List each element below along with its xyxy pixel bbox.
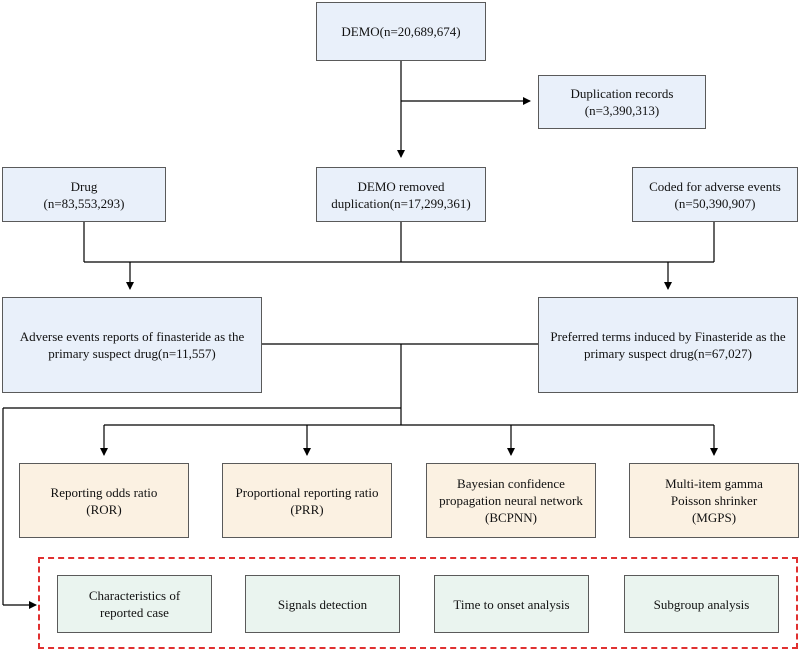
subgroup-analysis-box: Subgroup analysis: [624, 575, 779, 633]
demo-box: DEMO(n=20,689,674): [316, 2, 486, 61]
analysis-group-dashed-border: [38, 557, 798, 649]
drug-box: Drug (n=83,553,293): [2, 167, 166, 222]
ror-method-box: Reporting odds ratio (ROR): [19, 463, 189, 538]
mgps-method-box: Multi-item gamma Poisson shrinker (MGPS): [629, 463, 799, 538]
bcpnn-method-box: Bayesian confidence propagation neural n…: [426, 463, 596, 538]
signals-detection-box: Signals detection: [245, 575, 400, 633]
time-to-onset-box: Time to onset analysis: [434, 575, 589, 633]
prr-method-box: Proportional reporting ratio (PRR): [222, 463, 392, 538]
preferred-terms-box: Preferred terms induced by Finasteride a…: [538, 297, 798, 393]
characteristics-box: Characteristics of reported case: [57, 575, 212, 633]
adverse-events-reports-box: Adverse events reports of finasteride as…: [2, 297, 262, 393]
coded-adverse-events-box: Coded for adverse events (n=50,390,907): [632, 167, 798, 222]
demo-removed-box: DEMO removed duplication(n=17,299,361): [316, 167, 486, 222]
duplication-records-box: Duplication records (n=3,390,313): [538, 75, 706, 129]
